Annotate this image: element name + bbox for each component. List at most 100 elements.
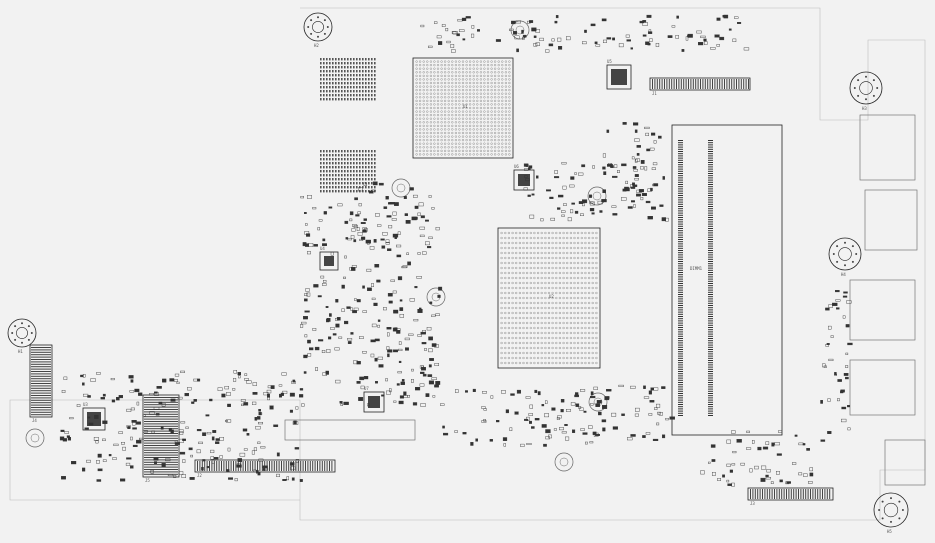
passive-part: [397, 371, 402, 374]
port-outline: [284, 419, 416, 441]
bga-ball: [507, 241, 510, 245]
bga-ball: [479, 67, 482, 70]
bga-ball: [584, 241, 587, 245]
bga-ball: [494, 99, 497, 102]
passive-part: [349, 267, 353, 271]
bga-ball: [508, 103, 511, 106]
passive-part: [295, 406, 299, 410]
bga-ball: [573, 291, 576, 295]
memory-pad: [356, 78, 358, 81]
passive-part: [435, 313, 440, 316]
passive-part: [431, 314, 436, 317]
bga-ball: [591, 256, 594, 260]
bga-ball: [415, 99, 418, 102]
bga-ball: [461, 146, 465, 149]
dimm-pin: [678, 175, 683, 177]
passive-part: [566, 409, 571, 412]
bga-ball: [588, 341, 591, 345]
dimm-pin: [708, 247, 713, 249]
bga-ball: [595, 266, 598, 270]
bga-ball: [533, 356, 536, 360]
bga-ball: [580, 361, 583, 365]
bga-ball: [497, 103, 500, 106]
bga-ball: [522, 276, 525, 280]
bga-ball: [461, 124, 465, 127]
bga-ball: [465, 92, 468, 95]
chip-ref-label: U4: [320, 246, 325, 251]
passive-part: [411, 368, 414, 372]
bga-ball: [461, 149, 465, 152]
connector-outline: [194, 459, 336, 473]
passive-part: [645, 200, 651, 204]
passive-part: [612, 426, 618, 430]
passive-part: [389, 201, 395, 205]
bga-ball: [436, 124, 440, 127]
passive-part: [387, 248, 392, 252]
connector-pin: [144, 452, 178, 454]
bga-ball: [569, 286, 572, 290]
passive-part: [843, 291, 848, 294]
bga-ball: [483, 114, 486, 117]
bga-ball: [558, 336, 561, 340]
bga-ball: [508, 121, 511, 124]
dimm-pin: [708, 217, 713, 218]
bga-ball: [515, 266, 518, 270]
bga-ball: [537, 336, 540, 340]
mount-hole-ring: [303, 12, 333, 42]
bga-ball: [461, 64, 465, 67]
passive-part: [643, 385, 646, 389]
bga-ball: [551, 241, 554, 245]
bga-ball: [454, 85, 457, 88]
bga-ball: [569, 296, 572, 300]
bga-ball: [555, 346, 558, 350]
dimm-pin: [708, 155, 713, 157]
bga-ball: [526, 326, 529, 330]
bga-ball: [476, 135, 479, 138]
memory-pad: [344, 154, 346, 157]
passive-part: [273, 424, 279, 427]
bga-ball: [551, 261, 554, 265]
bga-ball: [476, 146, 479, 149]
bga-ball: [544, 361, 547, 365]
memory-pad: [344, 58, 346, 61]
passive-part: [312, 207, 317, 210]
bga-ball: [526, 331, 529, 335]
passive-part: [387, 332, 390, 337]
bga-ball: [504, 64, 507, 67]
connector-pin: [31, 380, 51, 382]
bga-ball: [584, 316, 587, 320]
bga-ball: [551, 356, 554, 360]
bga-ball: [458, 67, 461, 70]
dimm-pin: [678, 247, 683, 249]
qfn-pad: [368, 396, 380, 408]
bga-ball: [558, 316, 561, 320]
bga-ball: [518, 256, 521, 260]
dimm-pin: [708, 366, 713, 368]
mount-via: [836, 245, 839, 248]
memory-pad: [332, 94, 334, 97]
passive-part: [557, 415, 562, 419]
bga-ball: [415, 110, 418, 113]
passive-part: [649, 400, 655, 403]
passive-part: [842, 315, 846, 319]
memory-pad: [353, 174, 355, 177]
memory-pad: [374, 90, 376, 93]
bga-ball: [547, 341, 551, 345]
bga-ball: [566, 331, 569, 335]
bga-ball: [508, 149, 511, 152]
bga-ball: [497, 149, 500, 152]
memory-pad: [368, 70, 370, 73]
bga-ball: [573, 296, 576, 300]
bga-ball: [555, 291, 558, 295]
mount-ref-label: H2: [314, 43, 319, 48]
bga-ball: [429, 153, 432, 156]
bga-ball: [588, 286, 591, 290]
memory-pad: [341, 166, 343, 169]
bga-ball: [419, 121, 422, 124]
passive-part: [634, 129, 638, 133]
bga-ball: [569, 326, 572, 330]
bga-ball: [497, 110, 500, 113]
passive-part: [397, 231, 401, 235]
bga-ball: [501, 99, 504, 102]
connector-pin: [144, 433, 178, 434]
